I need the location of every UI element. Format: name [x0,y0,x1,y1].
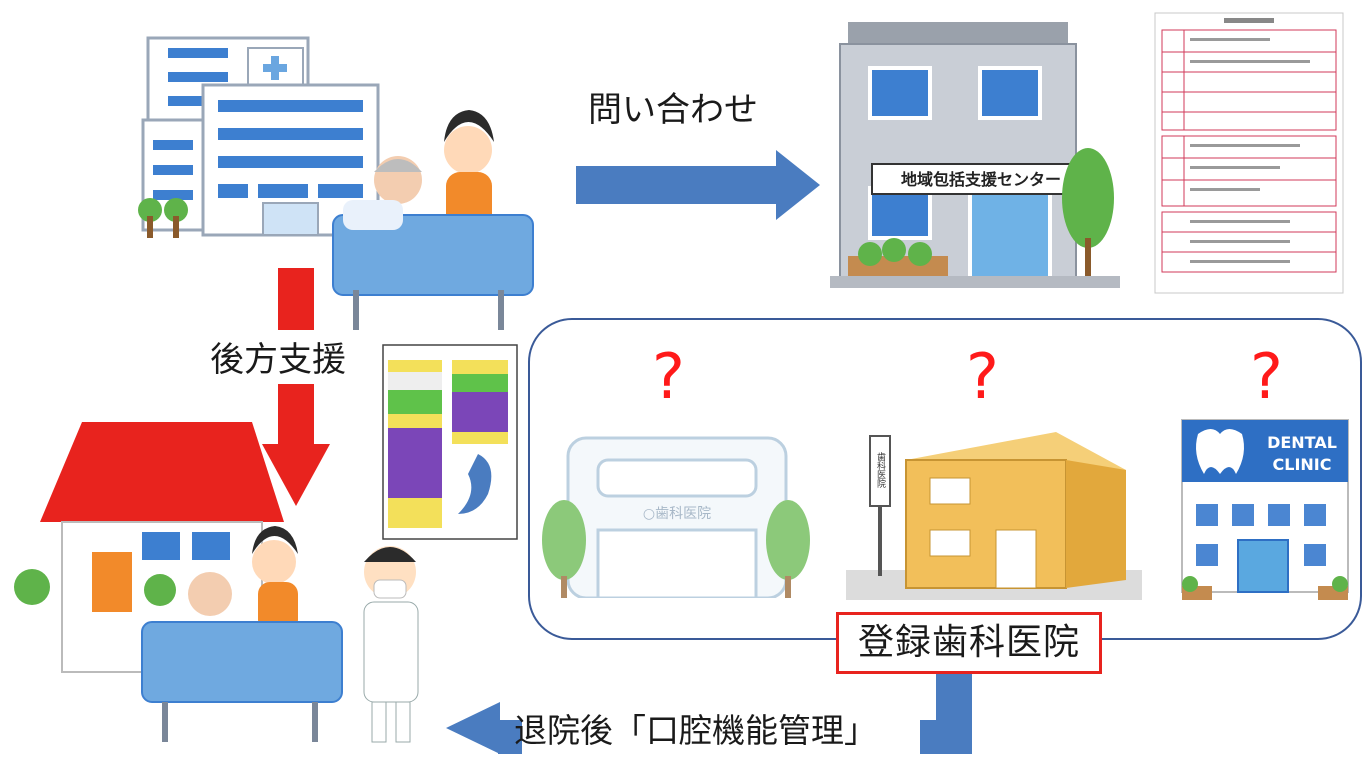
form-document-image [1154,12,1344,294]
support-label: 後方支援 [210,340,346,380]
inquiry-arrow [576,150,820,220]
question-mark-1: ? [652,340,685,413]
map-document-image [382,344,518,540]
support-arrow [262,268,330,506]
dental-clinic-1: ○歯科医院 [542,436,810,598]
question-mark-2: ? [966,340,999,413]
after-discharge-label: 退院後「口腔機能管理」 [514,711,877,750]
hospital-illustration [138,36,534,330]
inquiry-label: 問い合わせ [588,90,758,130]
dental-clinic-3: DENTAL CLINIC [1181,419,1349,600]
svg-text:CLINIC: CLINIC [1273,455,1332,474]
after-discharge-arrow [446,674,972,754]
registered-clinics-label: 登録歯科医院 [836,612,1102,674]
clinic-1-sign: ○歯科医院 [643,506,711,522]
question-mark-3: ? [1250,340,1283,413]
center-sign-text: 地域包括支援センター [901,170,1061,189]
home-care-illustration [14,422,419,743]
clinic-2-sign: 歯科医院 [875,451,886,489]
support-center-illustration: 地域包括支援センター [830,22,1120,288]
dental-clinic-sign: DENTAL [1267,433,1337,452]
dental-clinic-2: 歯科医院 [846,432,1142,600]
